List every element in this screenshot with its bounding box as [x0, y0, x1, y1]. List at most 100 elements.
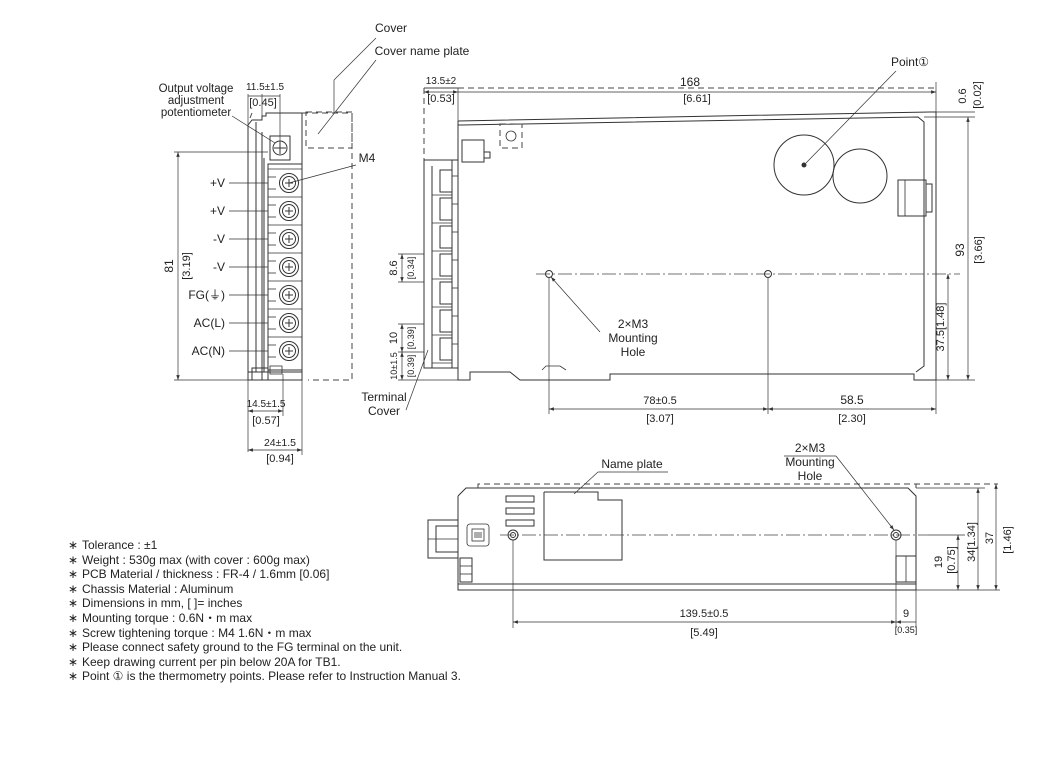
note-text: Tolerance : ±1	[82, 538, 158, 552]
dim-10b: 10±1.5	[389, 352, 399, 379]
terminal-slot	[432, 225, 458, 252]
note-item: ∗Mounting torque : 0.6N・m max	[68, 611, 461, 626]
terminal-slot	[432, 197, 458, 224]
dim-0-35: [0.35]	[895, 625, 918, 635]
dim-1-46: [1.46]	[1002, 526, 1014, 554]
dim-0-39a: [0.39]	[406, 327, 416, 350]
dim-0-34: [0.34]	[406, 257, 416, 280]
note-item: ∗Weight : 530g max (with cover : 600g ma…	[68, 553, 461, 568]
label-bottom-mount-1: 2×M3	[795, 441, 826, 455]
dim-3-19: [3.19]	[181, 252, 193, 280]
label-bottom-mount-3: Hole	[798, 469, 823, 483]
note-item: ∗Keep drawing current per pin below 20A …	[68, 655, 461, 670]
note-text: Screw tightening torque : M4 1.6N・m max	[82, 625, 312, 640]
label-bottom-mount-2: Mounting	[785, 455, 834, 469]
note-text: Point ① is the thermometry points. Pleas…	[82, 669, 461, 684]
terminal-label: -V	[213, 232, 225, 246]
notes-list: ∗Tolerance : ±1 ∗Weight : 530g max (with…	[68, 538, 461, 684]
dim-139-5: 139.5±0.5	[680, 608, 729, 620]
terminal-screw	[268, 336, 302, 361]
dim-9: 9	[903, 608, 909, 620]
dim-8-6: 8.6	[388, 260, 400, 275]
note-marker: ∗	[68, 552, 79, 567]
note-text: Please connect safety ground to the FG t…	[82, 640, 403, 655]
note-item: ∗Screw tightening torque : M4 1.6N・m max	[68, 626, 461, 641]
note-marker: ∗	[68, 596, 79, 611]
dim-13-5: 13.5±2	[426, 76, 457, 87]
dim-0-94: [0.94]	[266, 453, 294, 465]
dim-5-49: [5.49]	[690, 627, 718, 639]
dim-3-07: [3.07]	[646, 413, 674, 425]
dim-0-02: [0.02]	[972, 81, 984, 109]
label-output-adj-2: adjustment	[168, 95, 225, 107]
label-cover: Cover	[375, 21, 407, 35]
dim-3-66: [3.66]	[973, 236, 985, 264]
note-item: ∗Dimensions in mm, [ ]= inches	[68, 596, 461, 611]
terminal-slot	[432, 253, 458, 280]
note-text: Dimensions in mm, [ ]= inches	[82, 596, 243, 611]
terminal-slot	[432, 337, 458, 364]
terminal-slot	[432, 169, 458, 196]
label-mounting-hole-3: Hole	[621, 345, 646, 359]
label-point1: Point①	[891, 55, 929, 69]
note-item: ∗Tolerance : ±1	[68, 538, 461, 553]
dim-0-75: [0.75]	[946, 546, 958, 574]
note-marker: ∗	[68, 669, 79, 684]
terminal-label: +V	[210, 204, 225, 218]
label-mounting-hole-1: 2×M3	[618, 317, 649, 331]
dim-19: 19	[933, 556, 945, 568]
dim-10: 10	[388, 332, 400, 344]
note-marker: ∗	[68, 610, 79, 625]
terminal-label: AC(L)	[194, 316, 225, 330]
note-text: Chassis Material : Aluminum	[82, 581, 234, 596]
terminal-slot	[432, 281, 458, 308]
dim-93: 93	[953, 243, 967, 257]
dim-6-61: [6.61]	[683, 93, 711, 105]
dim-168: 168	[680, 75, 700, 89]
note-item: ∗Chassis Material : Aluminum	[68, 582, 461, 597]
dim-0-53: [0.53]	[427, 93, 455, 105]
note-item: ∗Please connect safety ground to the FG …	[68, 640, 461, 655]
terminal-label: -V	[213, 260, 225, 274]
terminal-slot	[432, 309, 458, 336]
dim-0-45: [0.45]	[249, 97, 277, 109]
terminal-screw	[268, 308, 302, 333]
note-marker: ∗	[68, 538, 79, 552]
label-name-plate: Name plate	[601, 457, 663, 471]
dim-11-5: 11.5±1.5	[246, 82, 285, 93]
terminal-label: FG(⏚)	[188, 288, 225, 302]
label-output-adj-3: potentiometer	[161, 107, 231, 119]
dim-58-5: 58.5	[840, 393, 864, 407]
note-text: Weight : 530g max (with cover : 600g max…	[82, 552, 310, 567]
terminal-screw	[268, 196, 302, 221]
note-marker: ∗	[68, 581, 79, 596]
dim-37: 37	[984, 532, 996, 544]
terminal-screw	[268, 224, 302, 249]
dim-14-5: 14.5±1.5	[247, 399, 286, 410]
dim-0-39b: [0.39]	[406, 355, 416, 378]
note-item: ∗Point ① is the thermometry points. Plea…	[68, 669, 461, 684]
label-output-adj-1: Output voltage	[159, 83, 234, 95]
note-marker: ∗	[68, 640, 79, 655]
dim-0-6: 0.6	[957, 88, 969, 103]
label-mounting-hole-2: Mounting	[608, 331, 657, 345]
note-text: Keep drawing current per pin below 20A f…	[82, 654, 341, 669]
dim-34: 34[1.34]	[966, 522, 978, 562]
terminal-label: AC(N)	[192, 344, 225, 358]
note-marker: ∗	[68, 567, 79, 582]
label-terminal-cover-1: Terminal	[361, 390, 406, 404]
terminal-screw	[268, 252, 302, 277]
note-text: Mounting torque : 0.6N・m max	[82, 610, 253, 625]
note-marker: ∗	[68, 654, 79, 669]
dim-0-57: [0.57]	[252, 415, 280, 427]
dim-81: 81	[162, 259, 176, 273]
top-view: Point① 2×M3 Mounting Hole Terminal Cover…	[361, 55, 985, 425]
note-marker: ∗	[68, 625, 79, 640]
dim-24: 24±1.5	[264, 437, 296, 449]
dim-78: 78±0.5	[643, 395, 677, 407]
terminal-screw	[268, 280, 302, 305]
side-view: Cover Cover name plate Output voltage ad…	[159, 21, 470, 465]
dim-2-30: [2.30]	[838, 413, 866, 425]
label-cover-name-plate: Cover name plate	[375, 44, 470, 58]
